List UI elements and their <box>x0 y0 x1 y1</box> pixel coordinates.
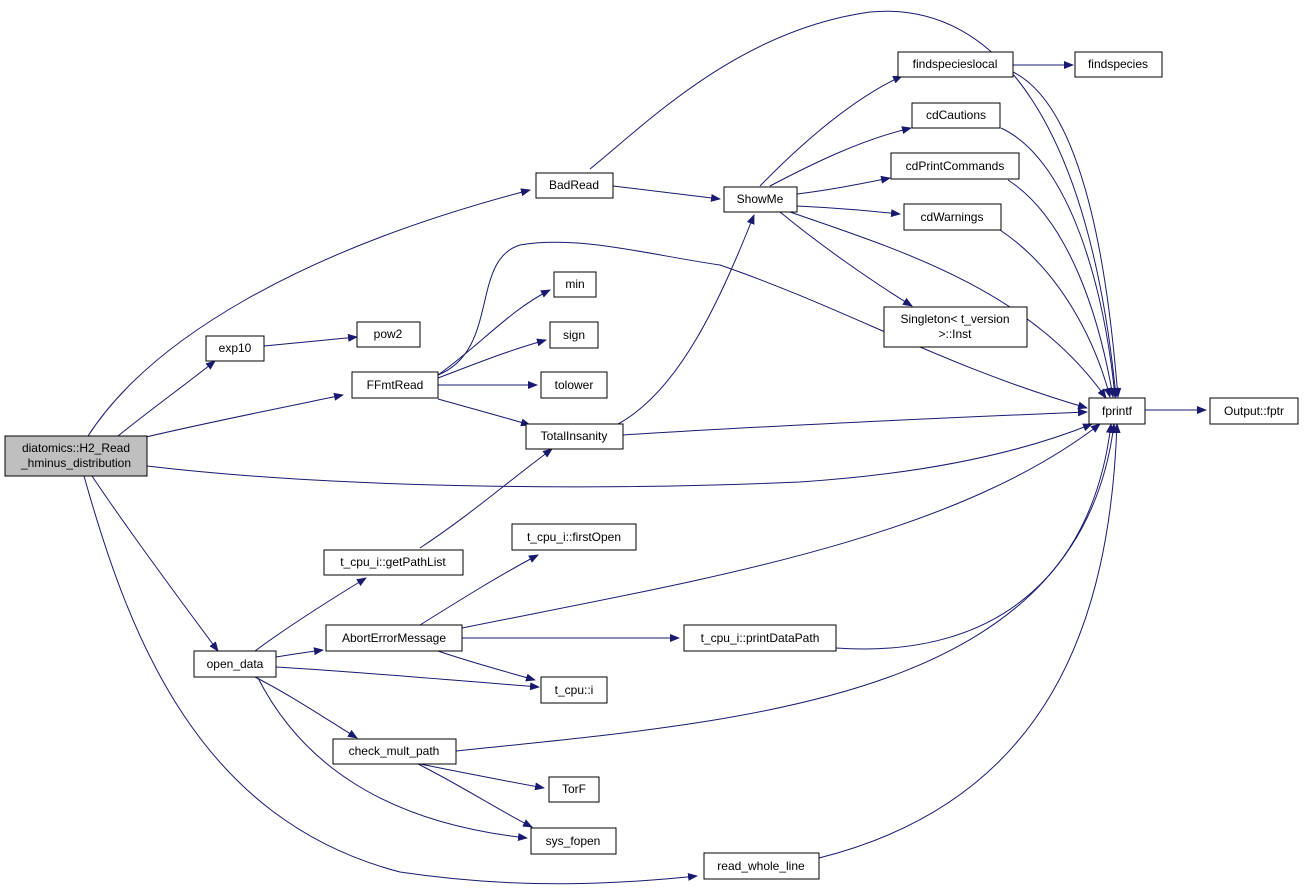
node-label: ShowMe <box>737 192 784 206</box>
edge-showme-cdprintcommands <box>796 175 891 195</box>
edge-aborterror-fprintf <box>461 423 1101 629</box>
node-cdprintcommands[interactable]: cdPrintCommands <box>890 152 1020 180</box>
edge-showme-cdcautions <box>769 126 912 187</box>
edge-root-exp10 <box>117 360 216 437</box>
edge-showme-fprintf <box>789 211 1107 399</box>
edge-checkmult-sysfopen <box>417 763 533 828</box>
edge-aborterror-tcpui <box>437 650 536 682</box>
node-aborterrormessage[interactable]: AbortErrorMessage <box>325 624 463 652</box>
node-findspecieslocal[interactable]: findspecieslocal <box>897 51 1014 78</box>
node-open-data[interactable]: open_data <box>193 650 277 678</box>
node-label: t_cpu_i::printDataPath <box>701 631 820 645</box>
call-edges <box>83 10 1207 885</box>
edge-printdatapath-fprintf <box>835 423 1114 650</box>
edge-showme-findspecieslocal <box>759 75 903 187</box>
edge-ffmtread-min <box>437 289 551 376</box>
edge-root-fprintf <box>146 423 1093 488</box>
node-label: AbortErrorMessage <box>342 631 446 645</box>
edge-opendata-aborterror <box>275 647 324 658</box>
node-label: open_data <box>207 657 264 671</box>
node-label: sign <box>563 328 585 342</box>
edge-cdprintcommands-fprintf <box>1007 179 1116 398</box>
node-label: sys_fopen <box>546 834 601 848</box>
node-output-fptr[interactable]: Output::fptr <box>1209 397 1299 425</box>
node-label: FFmtRead <box>367 378 424 392</box>
node-read-whole-line[interactable]: read_whole_line <box>703 852 820 880</box>
edge-totalinsanity-fprintf <box>622 408 1088 436</box>
node-exp10[interactable]: exp10 <box>205 335 265 362</box>
node-cdwarnings[interactable]: cdWarnings <box>903 203 1002 231</box>
edge-cdwarnings-fprintf <box>999 229 1112 398</box>
node-findspecies[interactable]: findspecies <box>1074 51 1163 78</box>
node-printdatapath[interactable]: t_cpu_i::printDataPath <box>683 624 837 652</box>
node-label: TotalInsanity <box>541 429 608 443</box>
node-singleton-t-version-inst[interactable]: Singleton< t_version >::Inst <box>883 306 1028 348</box>
node-label: findspecies <box>1088 57 1148 71</box>
node-sys-fopen[interactable]: sys_fopen <box>530 827 617 855</box>
node-t-cpu-i[interactable]: t_cpu::i <box>540 676 608 704</box>
node-label: findspecieslocal <box>913 57 998 71</box>
edge-ffmtread-totalinsanity <box>437 398 531 427</box>
node-getpathlist[interactable]: t_cpu_i::getPathList <box>323 549 464 576</box>
edge-readwholeline-fprintf <box>818 423 1121 859</box>
edge-cdcautions-fprintf <box>1000 127 1119 398</box>
node-label-line-2: >::Inst <box>938 327 972 341</box>
edge-badread-fprintf <box>589 10 1120 398</box>
node-badread[interactable]: BadRead <box>535 172 614 199</box>
node-firstopen[interactable]: t_cpu_i::firstOpen <box>511 523 637 551</box>
node-label-line-2: _hminus_distribution <box>20 456 131 470</box>
edge-checkmult-fprintf <box>455 423 1117 752</box>
node-tolower[interactable]: tolower <box>540 371 608 399</box>
edge-opendata-sysfopen <box>257 677 528 841</box>
node-label: read_whole_line <box>717 859 805 873</box>
node-showme[interactable]: ShowMe <box>723 186 798 213</box>
edge-root-opendata <box>91 475 219 652</box>
edge-badread-showme <box>612 185 721 202</box>
node-label: pow2 <box>374 327 403 341</box>
node-label: BadRead <box>549 178 599 192</box>
edge-getpathlist-totalinsanity <box>419 448 553 549</box>
node-sign[interactable]: sign <box>549 321 599 349</box>
edge-checkmult-torf <box>419 763 545 791</box>
node-ffmtread[interactable]: FFmtRead <box>351 371 439 399</box>
node-label: min <box>565 277 584 291</box>
node-label: cdCautions <box>926 108 986 122</box>
node-label: tolower <box>555 378 594 392</box>
node-label: TorF <box>562 782 586 796</box>
node-totalinsanity[interactable]: TotalInsanity <box>525 423 624 450</box>
node-label: cdWarnings <box>921 210 984 224</box>
node-cdcautions[interactable]: cdCautions <box>911 102 1001 129</box>
edge-root-ffmtread <box>145 392 344 438</box>
node-min[interactable]: min <box>553 271 597 298</box>
node-label: exp10 <box>219 341 252 355</box>
node-fprintf[interactable]: fprintf <box>1088 397 1146 425</box>
edge-ffmtread-sign <box>437 338 547 379</box>
edge-aborterror-firstopen <box>419 554 539 626</box>
node-pow2[interactable]: pow2 <box>356 321 421 348</box>
node-label: check_mult_path <box>349 744 440 758</box>
edge-root-readwholeline <box>83 475 698 885</box>
edge-totalinsanity-showme <box>617 214 755 425</box>
node-h2-read-hminus-distribution[interactable]: diatomics::H2_Read _hminus_distribution <box>4 435 148 477</box>
node-label: cdPrintCommands <box>906 159 1005 173</box>
node-check-mult-path[interactable]: check_mult_path <box>332 738 457 765</box>
edge-ffmtread-fprintf <box>437 241 1088 410</box>
node-label: t_cpu_i::getPathList <box>340 555 446 569</box>
edge-opendata-checkmult <box>254 676 358 739</box>
edge-opendata-getpathlist <box>254 577 367 652</box>
edge-findspecieslocal-fprintf <box>1012 71 1122 398</box>
edge-opendata-tcpui <box>275 666 540 691</box>
node-torf[interactable]: TorF <box>548 776 600 803</box>
edge-root-badread <box>87 188 531 437</box>
edge-showme-singleton <box>779 211 913 307</box>
node-label-line-1: Singleton< t_version <box>900 312 1009 326</box>
node-label: t_cpu_i::firstOpen <box>527 530 621 544</box>
node-label: fprintf <box>1102 404 1133 418</box>
node-label: t_cpu::i <box>555 683 594 697</box>
node-label-line-1: diatomics::H2_Read <box>22 441 130 455</box>
node-label: Output::fptr <box>1224 404 1284 418</box>
edge-exp10-pow2 <box>263 333 358 347</box>
edge-showme-cdwarnings <box>796 205 901 218</box>
